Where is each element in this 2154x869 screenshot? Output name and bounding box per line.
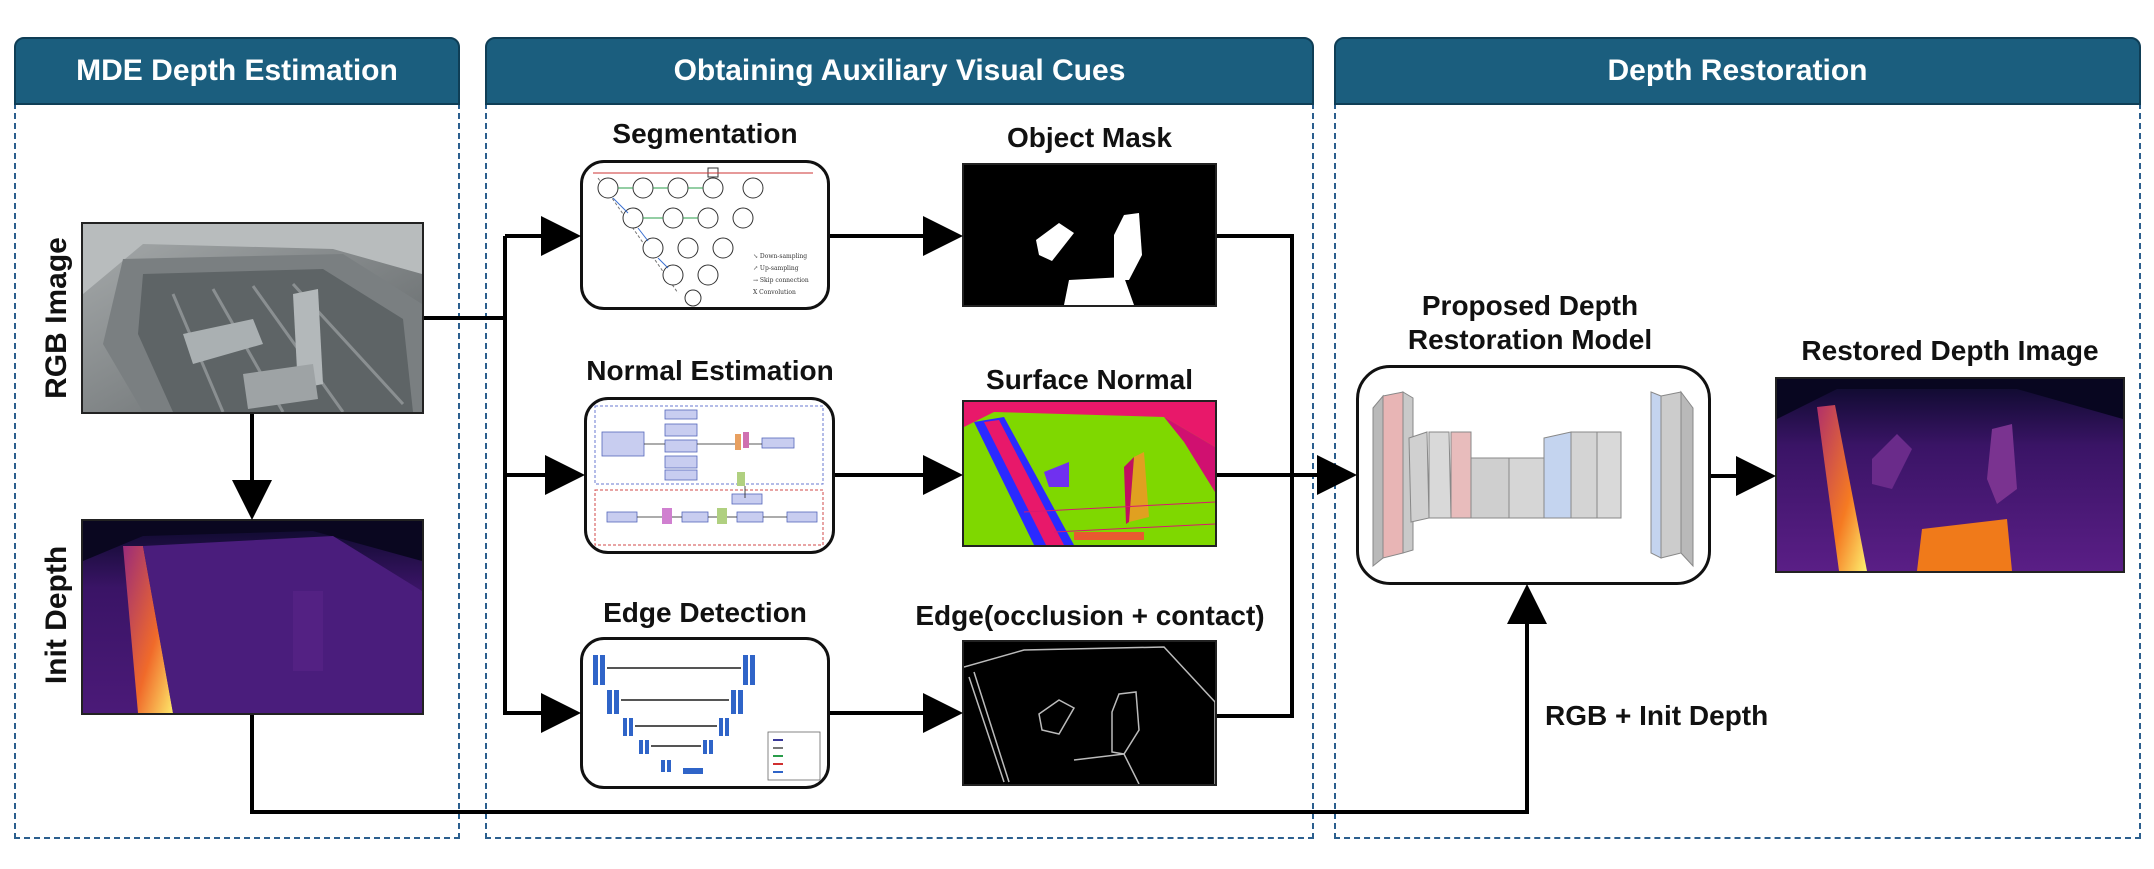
init-depth-image [81,519,424,715]
surface-normal-label: Surface Normal [986,364,1193,395]
edge-model-thumbnail [580,637,830,789]
aux-panel-title: Obtaining Auxiliary Visual Cues [673,54,1126,87]
restored-depth-label: Restored Depth Image [1801,335,2099,366]
rgb-init-depth-label: RGB + Init Depth [1545,700,1769,731]
aux-panel-header: Obtaining Auxiliary Visual Cues [485,37,1314,105]
normal-estimation-label: Normal Estimation [586,355,834,386]
init-depth-label: Init Depth [40,545,73,685]
object-mask-label: Object Mask [1007,122,1172,153]
edge-output-image [962,640,1217,786]
restore-panel-title: Depth Restoration [1607,54,1868,87]
segmentation-label: Segmentation [612,118,798,149]
mde-panel-title: MDE Depth Estimation [76,54,398,87]
surface-normal-image [962,400,1217,547]
svg-text:↘ Down-sampling: ↘ Down-sampling [753,253,807,260]
mde-panel [14,103,460,839]
rgb-image [81,222,424,414]
edge-output-label: Edge(occlusion + contact) [915,600,1265,631]
edge-detection-label: Edge Detection [603,597,807,628]
restoration-model-thumbnail [1356,365,1711,585]
object-mask-image [962,163,1217,307]
model-label-line2: Restoration Model [1407,324,1653,355]
rgb-image-label: RGB Image [40,237,73,399]
svg-text:↗ Up-sampling: ↗ Up-sampling [753,265,799,272]
svg-text:X Convolution: X Convolution [753,289,796,296]
svg-text:→ Skip connection: → Skip connection [753,277,809,284]
mde-panel-header: MDE Depth Estimation [14,37,460,105]
segmentation-model-thumbnail: ↘ Down-sampling ↗ Up-sampling → Skip con… [580,160,830,310]
restored-depth-image [1775,377,2125,573]
restore-panel-header: Depth Restoration [1334,37,2141,105]
normal-model-thumbnail [584,397,835,554]
model-label-line1: Proposed Depth [1421,290,1639,321]
